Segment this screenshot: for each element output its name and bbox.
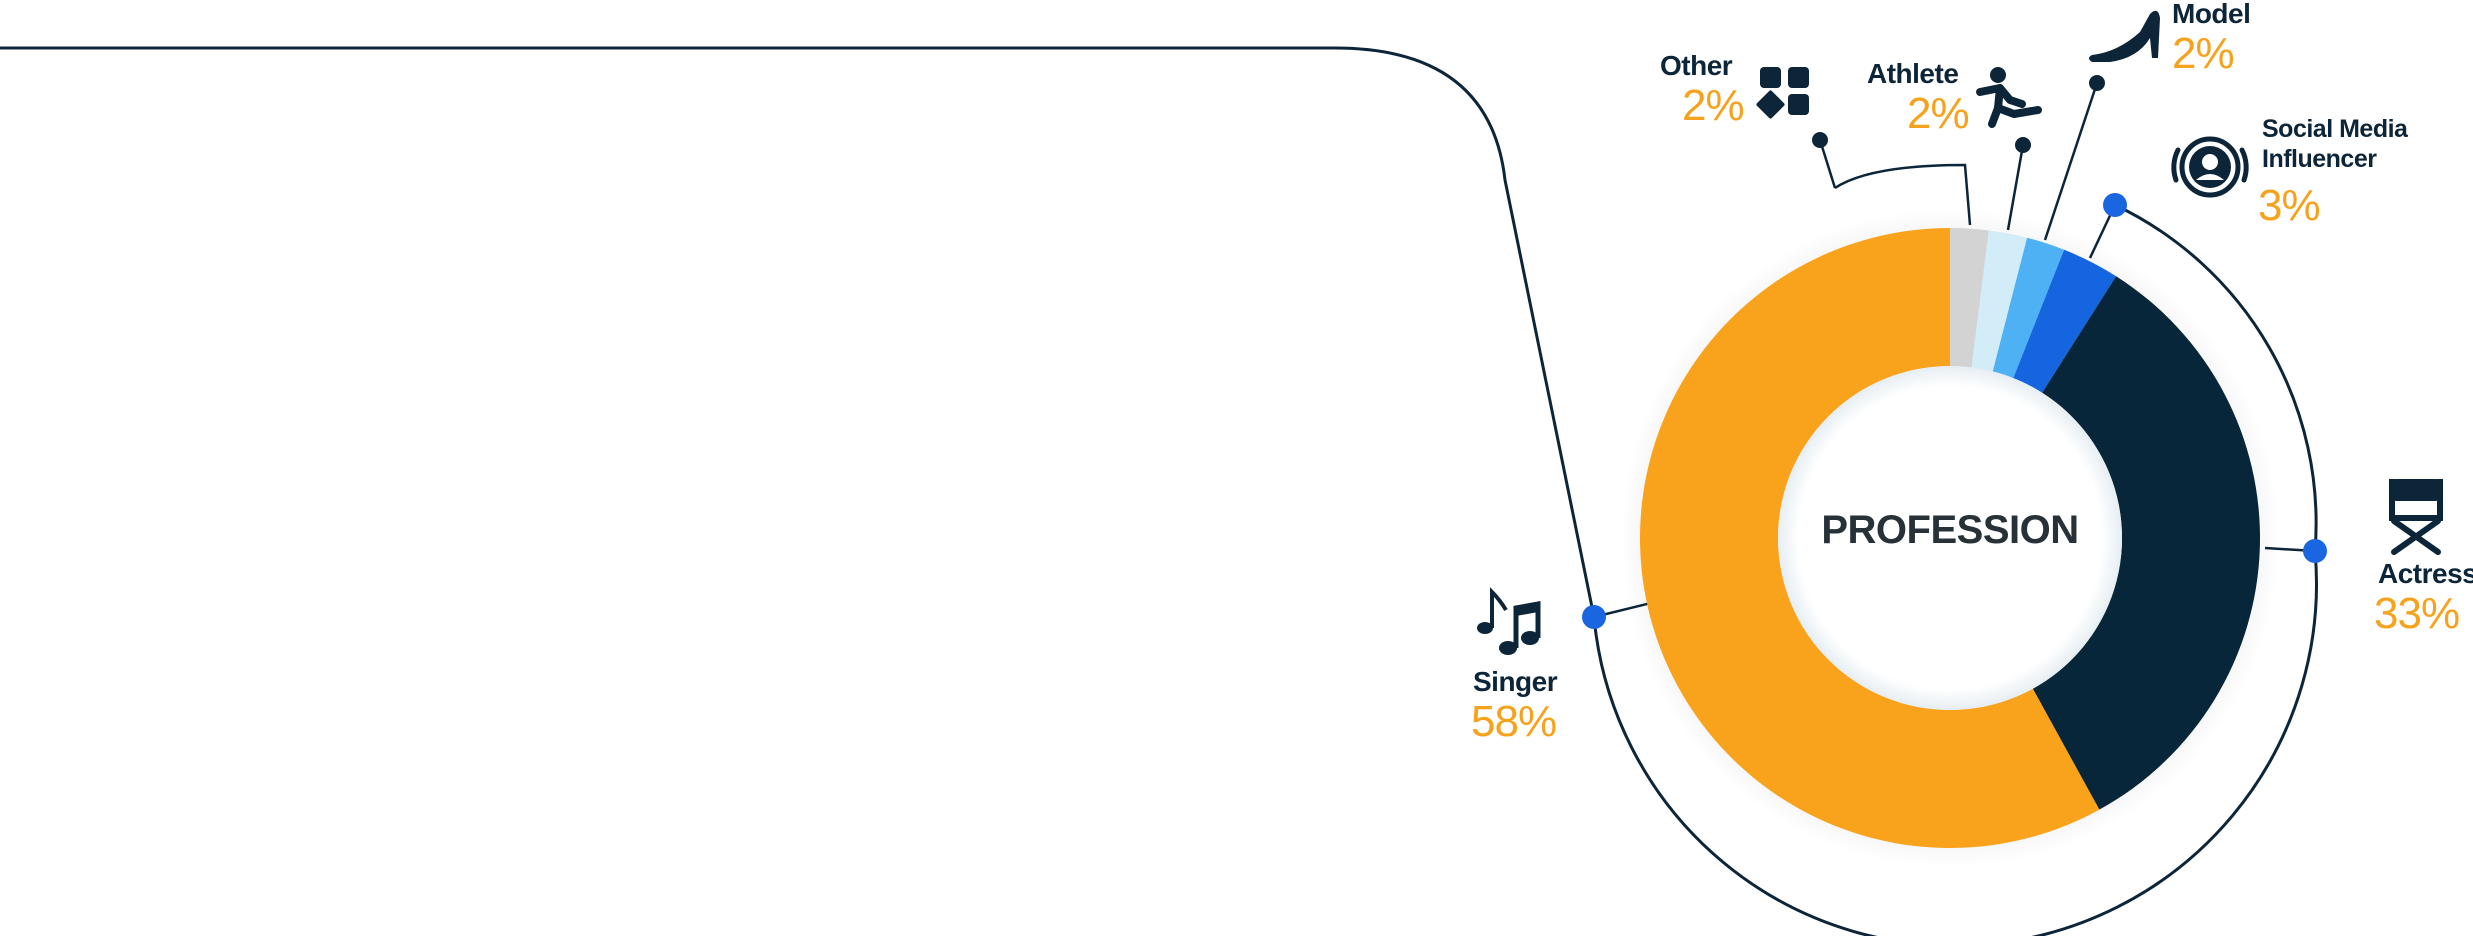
donut-slice-model <box>1992 237 2065 379</box>
donut-slices <box>1640 228 2260 848</box>
outer-bracket-arc <box>1592 203 2319 941</box>
broadcast-person-icon <box>2171 136 2249 198</box>
influencer-label-line1: Social Media <box>2262 115 2408 143</box>
other-label: Other <box>1660 50 1733 81</box>
other-percent: 2% <box>1682 81 1745 130</box>
athlete-label: Athlete <box>1867 58 1959 89</box>
model-label: Model <box>2172 0 2251 29</box>
other-leader-line <box>1818 139 1837 189</box>
donut-hole <box>1778 366 2122 710</box>
model-leader-line <box>2043 82 2099 241</box>
running-person-icon <box>1976 67 2042 128</box>
grid-icon <box>1756 67 1809 119</box>
donut-slice-actress <box>2032 276 2260 810</box>
donut-slice-social-media-influencer <box>2013 249 2117 393</box>
high-heel-icon <box>2089 10 2160 63</box>
donut-slice-athlete <box>1971 230 2028 372</box>
actress-label: Actress <box>2378 558 2473 589</box>
influencer-leader-dot <box>2103 193 2127 217</box>
small-slices-bracket <box>1834 163 1972 226</box>
influencer-percent: 3% <box>2258 181 2321 230</box>
donut-slice-other <box>1950 228 1989 368</box>
singer-connector-line <box>0 46 1596 618</box>
music-notes-icon <box>1477 587 1541 655</box>
actress-leader-dot <box>2303 539 2327 563</box>
donut-slice-singer <box>1640 228 2100 848</box>
actress-percent: 33% <box>2374 589 2460 638</box>
singer-percent: 58% <box>1471 697 1557 746</box>
model-percent: 2% <box>2172 29 2235 78</box>
other-leader-dot <box>1812 132 1828 148</box>
donut-center-title: PROFESSION <box>1821 508 2079 552</box>
singer-leader-dot <box>1582 605 1606 629</box>
director-chair-icon <box>2389 479 2443 555</box>
model-leader-dot <box>2089 75 2105 91</box>
influencer-label-line2: Influencer <box>2262 145 2377 173</box>
athlete-percent: 2% <box>1907 89 1970 138</box>
singer-label: Singer <box>1473 666 1558 697</box>
athlete-leader-dot <box>2015 137 2031 153</box>
